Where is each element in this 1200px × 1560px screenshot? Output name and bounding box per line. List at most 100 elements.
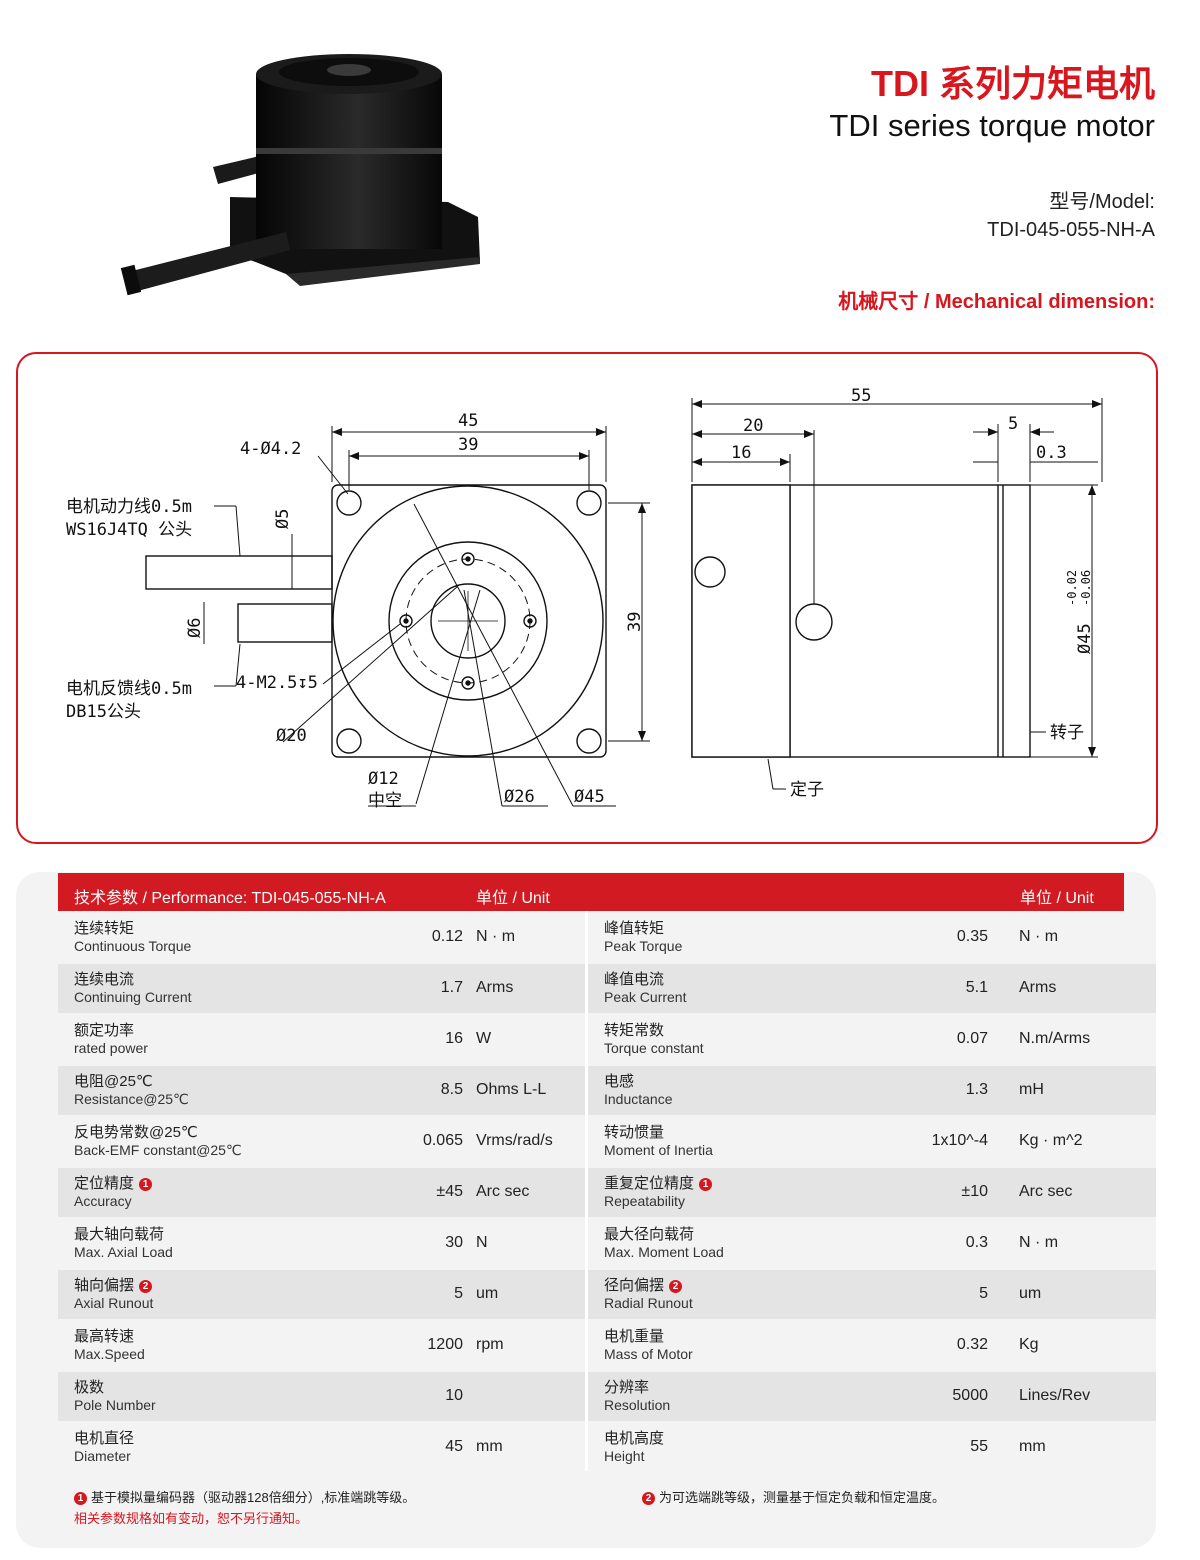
spec-value: ±45 (436, 1183, 463, 1200)
column-divider (585, 911, 588, 1471)
spec-name-cn: 峰值电流 (604, 968, 664, 989)
spec-name-cn-text: 定位精度 (74, 1175, 135, 1192)
footnote-badge: 1 (699, 1178, 713, 1191)
spec-name-en: Peak Current (604, 989, 687, 1005)
spec-header-title: 技术参数 / Performance: TDI-045-055-NH-A (74, 890, 386, 907)
spec-unit: W (476, 1030, 492, 1047)
spec-name-cn-text: 额定功率 (74, 1022, 135, 1039)
drawing-svg: 45 39 4-Ø4.2 电机动力线0.5m WS16J4TQ 公头 Ø5 Ø6… (66, 386, 1103, 811)
power-connector-label: WS16J4TQ 公头 (66, 520, 192, 540)
tol-upper: -0.02 (1065, 570, 1079, 606)
spec-name-cn-text: 反电势常数@25℃ (74, 1124, 198, 1141)
spec-name-en: Diameter (74, 1448, 131, 1464)
spec-unit: Kg (1019, 1336, 1039, 1353)
spec-value: 0.35 (956, 928, 988, 945)
spec-name-cn: 电机重量 (604, 1325, 664, 1346)
hollow-circle (430, 583, 506, 659)
spec-name-cn: 极数 (74, 1376, 104, 1397)
spec-unit: Ohms L-L (476, 1081, 547, 1098)
spec-unit: N · m (476, 928, 516, 945)
spec-name-cn: 额定功率 (74, 1019, 134, 1040)
note-3: 相关参数规格如有变动，恕不另行通知。 (74, 1511, 309, 1526)
spec-name-cn-text: 电阻@25℃ (74, 1073, 153, 1090)
spec-name-cn-text: 电机直径 (74, 1430, 135, 1447)
spec-name-en: Pole Number (74, 1397, 156, 1413)
dim-39: 39 (458, 435, 478, 455)
spec-value: 10 (445, 1387, 463, 1404)
spec-value: 1200 (427, 1336, 463, 1353)
spec-name-cn-text: 径向偏摆 (604, 1277, 665, 1294)
spec-unit: mm (476, 1438, 503, 1455)
feedback-line-label: 电机反馈线0.5m (66, 679, 192, 699)
spec-unit: Arc sec (476, 1183, 530, 1200)
spec-name-cn: 电机高度 (604, 1427, 664, 1448)
spec-name-cn: 连续电流 (74, 968, 134, 989)
spec-unit: Kg · m^2 (1019, 1132, 1083, 1149)
spec-unit: Vrms/rad/s (476, 1132, 553, 1149)
spec-name-en: Back-EMF constant@25℃ (74, 1142, 242, 1158)
spec-name-cn: 重复定位精度 1 (604, 1172, 713, 1193)
spec-value: 16 (445, 1030, 463, 1047)
spec-header-unit-left: 单位 / Unit (476, 890, 550, 907)
spec-value: 1.3 (965, 1081, 988, 1098)
spec-name-cn-text: 电机重量 (604, 1328, 665, 1345)
spec-name-cn: 峰值转矩 (604, 917, 664, 938)
spec-name-en: Continuing Current (74, 989, 192, 1005)
feedback-connector-label: DB15公头 (66, 702, 141, 722)
hollow-label: 中空 (368, 791, 402, 811)
power-line-label: 电机动力线0.5m (66, 497, 192, 517)
dim-0-3: 0.3 (1036, 443, 1067, 463)
spec-value: 0.07 (956, 1030, 988, 1047)
spec-name-cn-text: 峰值电流 (604, 971, 665, 988)
spec-unit: Arc sec (1019, 1183, 1073, 1200)
spec-unit: Arms (1019, 979, 1057, 996)
dim-20: 20 (743, 416, 763, 436)
spec-value: 55 (970, 1438, 988, 1455)
spec-name-cn-text: 转矩常数 (604, 1022, 665, 1039)
spec-value: 1.7 (440, 979, 463, 996)
dim-phi45-side: Ø45 (1075, 623, 1095, 654)
spec-value: 5 (979, 1285, 988, 1302)
hole-label: 4-Ø4.2 (240, 439, 301, 459)
title-cn: TDI 系列力矩电机 (871, 63, 1155, 104)
spec-value: 0.065 (422, 1132, 463, 1149)
dim-5: 5 (1008, 414, 1018, 434)
spec-name-en: Inductance (604, 1091, 673, 1107)
dim-55: 55 (851, 386, 871, 406)
spec-name-en: Resistance@25℃ (74, 1091, 189, 1107)
spec-name-cn-text: 重复定位精度 (604, 1175, 695, 1192)
spec-unit: um (476, 1285, 499, 1302)
stator-label: 定子 (790, 780, 824, 800)
spec-value: 30 (445, 1234, 463, 1251)
spec-name-en: Max. Axial Load (74, 1244, 173, 1260)
footnote-badge: 2 (139, 1280, 153, 1293)
spec-unit: rpm (476, 1336, 504, 1353)
note-1-badge: 1 (74, 1492, 87, 1505)
spec-name-cn: 分辨率 (604, 1376, 649, 1397)
spec-name-cn-text: 极数 (74, 1379, 105, 1396)
spec-unit: Arms (476, 979, 514, 996)
spec-value: 5 (454, 1285, 463, 1302)
spec-value: 5000 (952, 1387, 988, 1404)
spec-name-cn-text: 连续转矩 (74, 920, 135, 937)
model-value: TDI-045-055-NH-A (987, 219, 1155, 241)
note-1-text: 基于模拟量编码器（驱动器128倍细分）,标准端跳等级。 (91, 1490, 416, 1505)
mid-circle (388, 541, 548, 701)
model-label: 型号/Model: (1049, 191, 1155, 213)
